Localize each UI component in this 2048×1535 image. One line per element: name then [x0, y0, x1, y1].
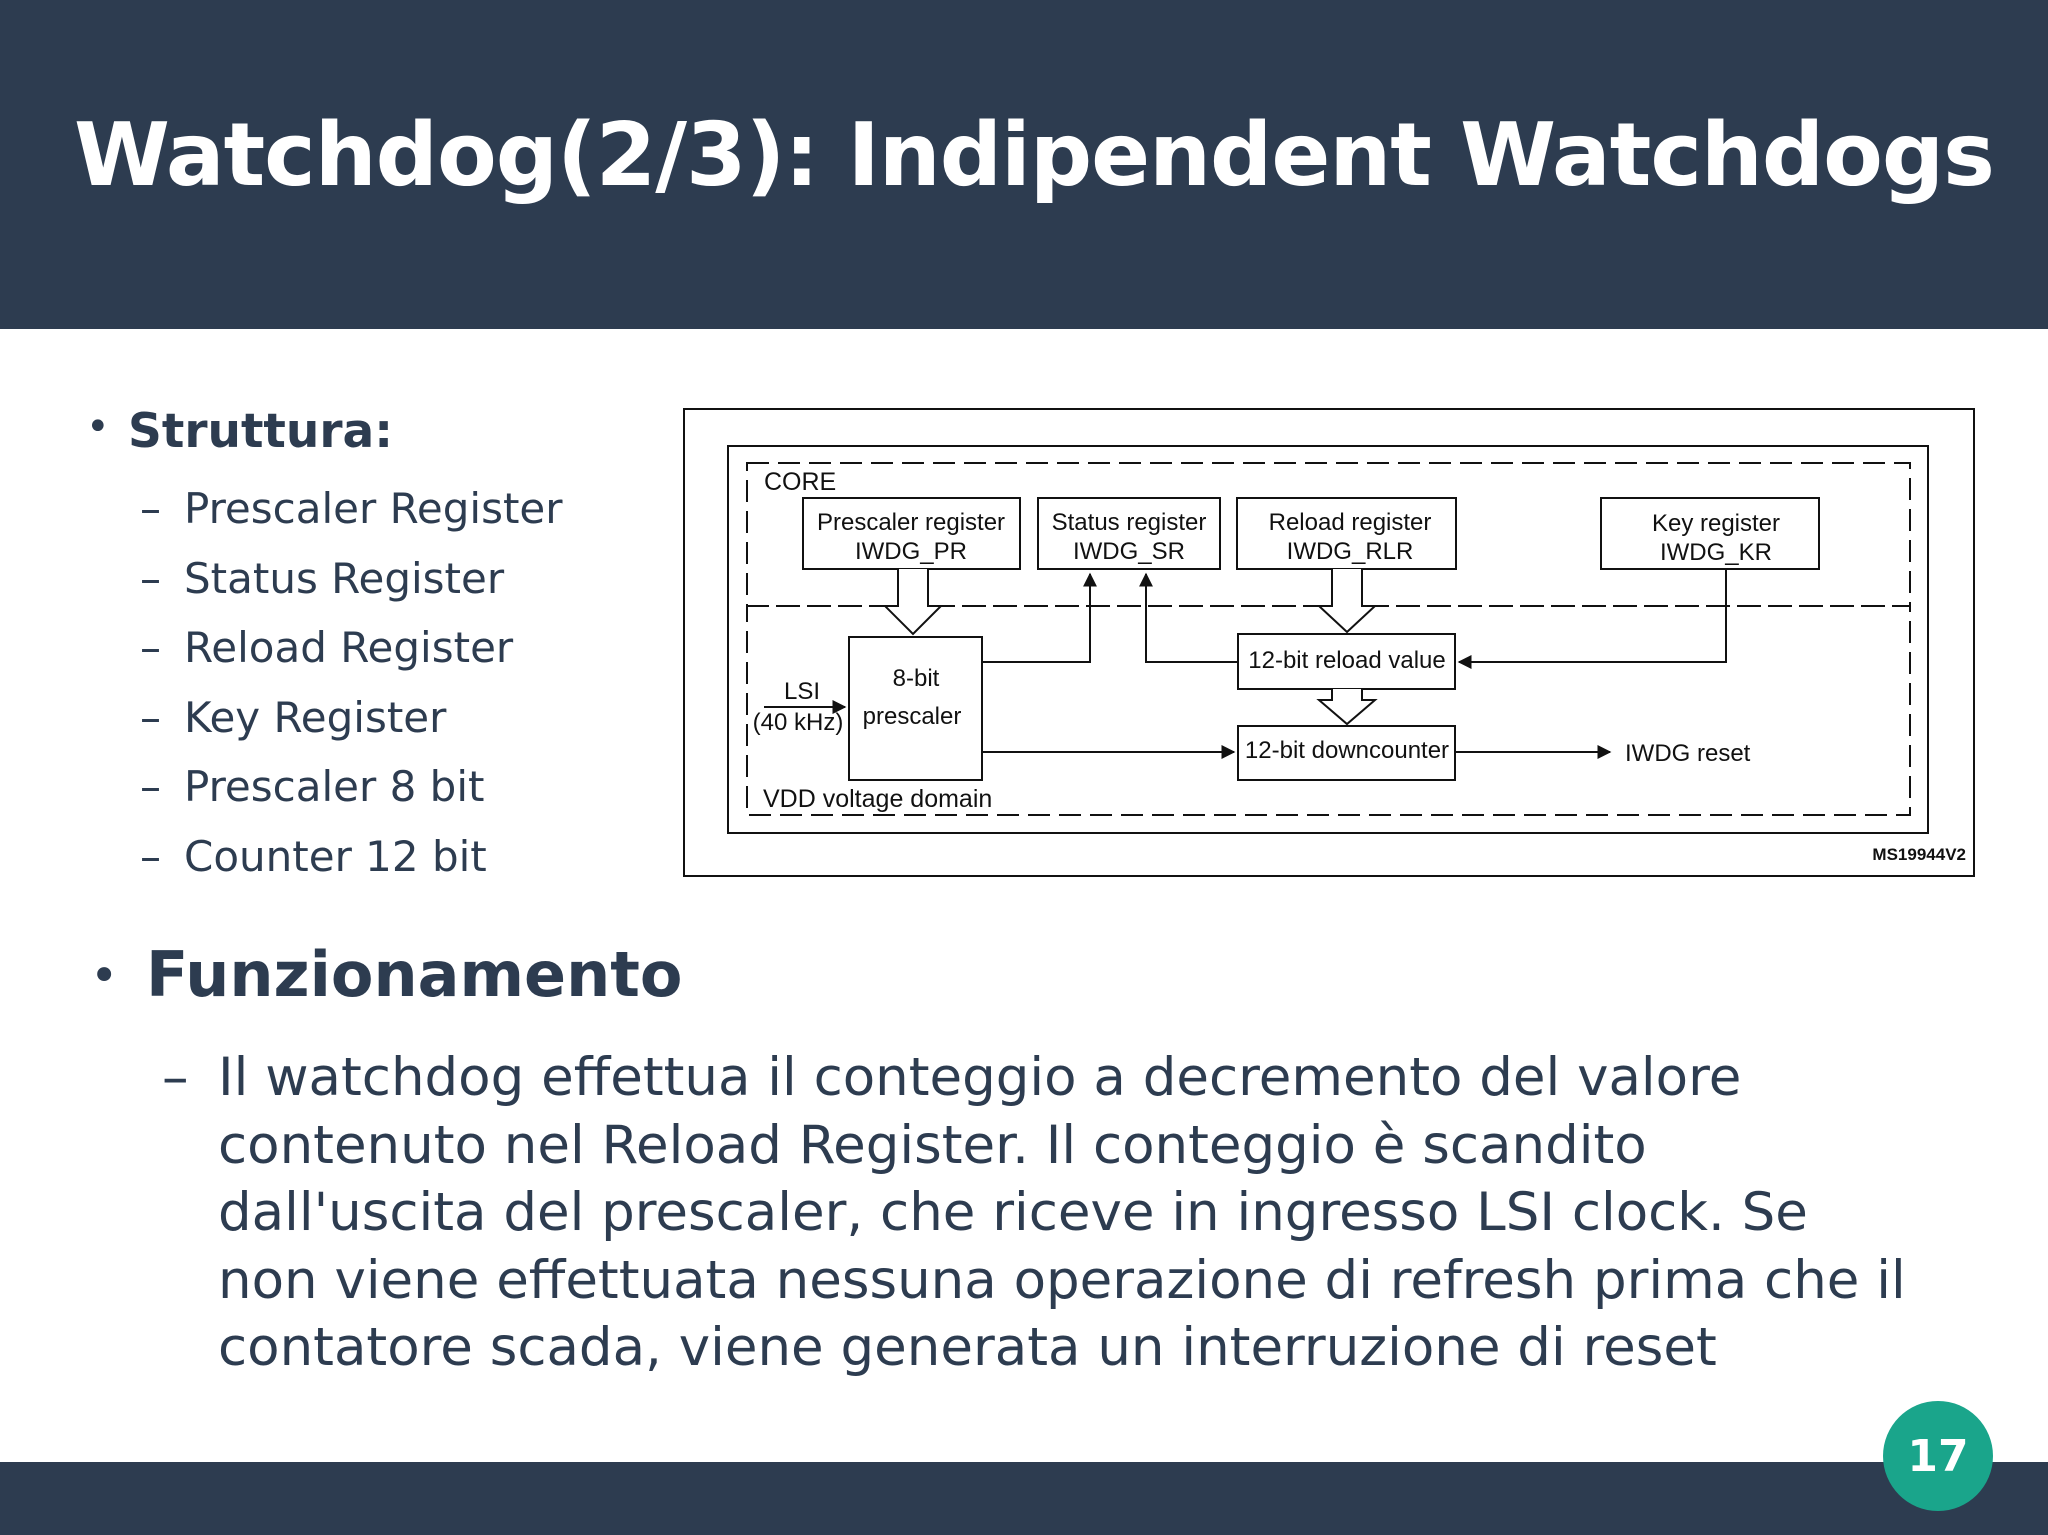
status-register-box: [1037, 497, 1221, 570]
downcounter-box: [1237, 725, 1456, 781]
key-register-name: Key register: [1652, 510, 1780, 537]
footer-bar: [0, 1462, 2048, 1535]
figure-code: MS19944V2: [1872, 845, 1966, 864]
vdd-domain: [746, 605, 1911, 816]
bullet-dot-operation: •: [90, 948, 119, 1004]
bus-arrow-prescaler: [882, 569, 944, 636]
lsi-label: LSI: [784, 678, 820, 705]
page-number-badge: 17: [1883, 1401, 1993, 1511]
prescaler-register-box: [802, 497, 1021, 570]
prescaler-register-name: Prescaler register: [817, 509, 1005, 536]
core-label: CORE: [764, 468, 836, 496]
key-register-id: IWDG_KR: [1660, 539, 1772, 566]
prescaler-to-status-line: [982, 572, 1097, 663]
list-item: –Reload Register: [140, 623, 514, 673]
operation-dash: –: [162, 1047, 189, 1108]
bus-arrow-counter: [1316, 689, 1378, 726]
prescaler-block-line1: 8-bit: [893, 665, 940, 692]
vdd-label: VDD voltage domain: [763, 785, 992, 813]
reload-register-name: Reload register: [1269, 509, 1432, 536]
operation-heading: Funzionamento: [146, 938, 683, 1011]
downcounter-label: 12-bit downcounter: [1245, 737, 1449, 764]
list-item: –Key Register: [140, 692, 447, 742]
slide-title: Watchdog(2/3): Indipendent Watchdogs: [74, 104, 1995, 206]
list-item: –Status Register: [140, 553, 505, 603]
prescaler-register-id: IWDG_PR: [855, 538, 967, 565]
bullet-dot-structure: •: [86, 404, 110, 450]
key-to-reload-line: [1457, 569, 1727, 669]
prescaler-block: [848, 636, 983, 781]
structure-list: –Prescaler Register –Status Register –Re…: [140, 478, 563, 896]
reload-register-id: IWDG_RLR: [1287, 538, 1414, 565]
operation-text: Il watchdog effettua il conteggio a decr…: [218, 1047, 1906, 1378]
reload-value-label: 12-bit reload value: [1248, 647, 1445, 674]
lsi-frequency: (40 kHz): [753, 709, 844, 736]
status-register-name: Status register: [1052, 509, 1207, 536]
prescaler-block-line2: prescaler: [863, 703, 962, 730]
list-item: –Counter 12 bit: [140, 831, 487, 881]
status-register-id: IWDG_SR: [1073, 538, 1185, 565]
reload-register-box: [1236, 497, 1457, 570]
key-register-box: [1600, 497, 1820, 570]
list-item: –Prescaler 8 bit: [140, 762, 485, 812]
diagram-inner-frame: [727, 445, 1929, 834]
structure-heading: Struttura:: [128, 404, 394, 459]
bus-arrow-reload: [1316, 569, 1378, 634]
reload-to-status-line: [1139, 572, 1238, 663]
title-bar: Watchdog(2/3): Indipendent Watchdogs: [0, 0, 2048, 329]
list-item: –Prescaler Register: [140, 484, 563, 533]
reload-value-box: [1237, 633, 1456, 690]
reset-output-label: IWDG reset: [1625, 740, 1751, 767]
